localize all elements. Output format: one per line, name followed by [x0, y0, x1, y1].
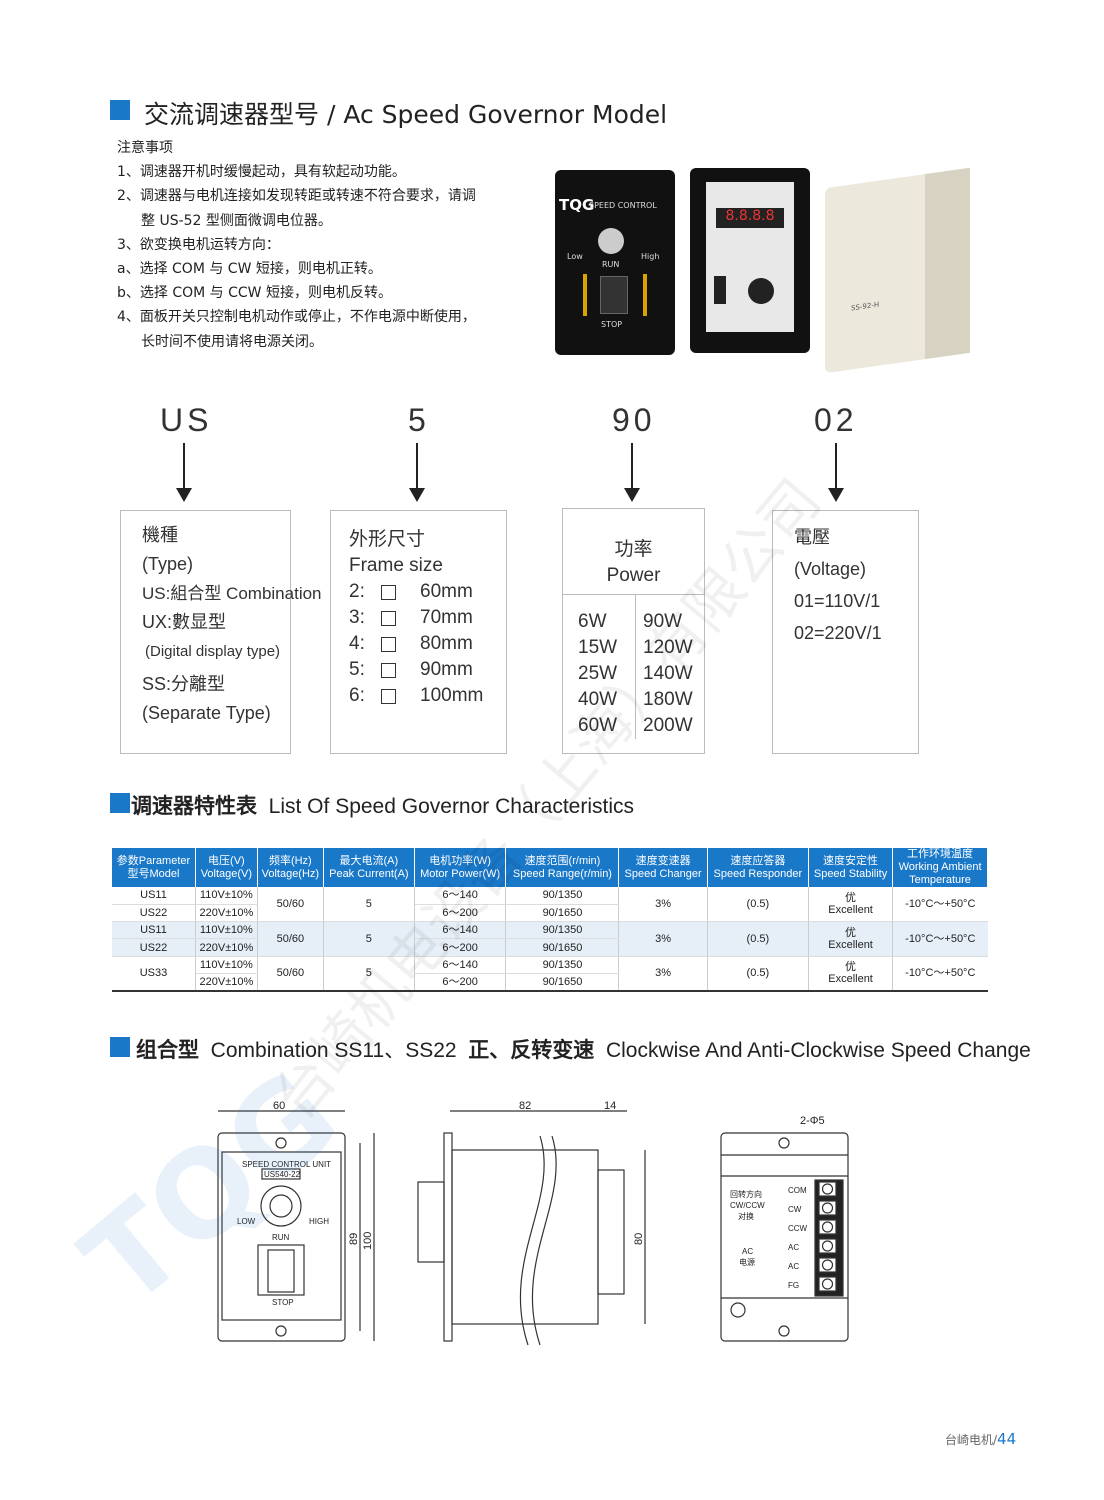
svg-text:82: 82 [519, 1100, 531, 1112]
power-option: 25W [578, 663, 618, 684]
checkbox-icon [381, 610, 396, 626]
svg-text:RUN: RUN [272, 1233, 290, 1242]
column-header: 电机功率(W)Motor Power(W) [414, 848, 507, 887]
svg-text:CW/CCW: CW/CCW [730, 1201, 765, 1210]
code-part-frame: 5 [408, 402, 430, 438]
product-photo-us: TQG SPEED CONTROL Low High RUN STOP [555, 170, 675, 355]
dimension-drawings: 60 SPEED CONTROL UNIT US540-22 LOW HIGH … [217, 1100, 849, 1346]
frame-option: 6:100mm [349, 685, 484, 706]
frame-option: 3:70mm [349, 607, 473, 628]
section-marker [110, 1037, 130, 1057]
checkbox-icon [381, 662, 396, 678]
power-option: 6W [578, 611, 607, 632]
code-part-voltage: 02 [814, 402, 858, 438]
svg-text:100: 100 [362, 1232, 374, 1250]
code-part-power: 90 [612, 402, 656, 438]
svg-text:US540-22: US540-22 [264, 1170, 301, 1179]
power-option: 140W [643, 663, 693, 684]
note: 4、面板开关只控制电机动作或停止，不作电源中断使用， [117, 309, 476, 326]
frame-option: 2:60mm [349, 581, 473, 602]
power-option: 60W [578, 715, 618, 736]
type-box: 機種 (Type) US:組合型 Combination UX:數显型 (Dig… [120, 510, 322, 754]
code-part-series: US [160, 402, 213, 438]
svg-text:2-Φ5: 2-Φ5 [800, 1115, 825, 1127]
note: 长时间不使用请将电源关闭。 [141, 333, 323, 350]
power-option: 90W [643, 611, 683, 632]
frame-option: 4:80mm [349, 633, 473, 654]
note: 1、调速器开机时缓慢起动，具有软起动功能。 [117, 164, 406, 181]
svg-text:STOP: STOP [272, 1298, 294, 1307]
terminal-label: CCW [788, 1224, 808, 1233]
note: 整 US-52 型侧面微调电位器。 [141, 212, 332, 229]
svg-text:89: 89 [348, 1233, 360, 1245]
svg-text:80: 80 [633, 1233, 645, 1245]
column-header: 电压(V)Voltage(V) [195, 848, 258, 887]
front-view-drawing: 60 SPEED CONTROL UNIT US540-22 LOW HIGH … [217, 1100, 375, 1342]
svg-text:14: 14 [604, 1100, 616, 1112]
terminal-label: AC [788, 1262, 799, 1271]
svg-text:LOW: LOW [237, 1217, 256, 1226]
arrow-down-icon [409, 443, 425, 502]
column-header: 频率(Hz)Voltage(Hz) [257, 848, 324, 887]
svg-text:SPEED CONTROL UNIT: SPEED CONTROL UNIT [242, 1160, 331, 1169]
svg-text:AC: AC [742, 1247, 753, 1256]
checkbox-icon [381, 584, 396, 600]
back-view-drawing: 2-Φ5 回转方向 CW/CCW 对换 AC 电源 COM CW CCW AC AC FG [720, 1115, 849, 1342]
section-title: 组合型 Combination SS11、SS22 正、反转变速 Clockwi… [136, 1039, 1031, 1062]
power-option: 200W [643, 715, 693, 736]
note: b、选择 COM 与 CCW 短接，则电机反转。 [117, 285, 392, 302]
notes-heading: 注意事项 [117, 140, 173, 156]
product-photo-ss: SS-92-H [825, 167, 970, 374]
side-view-drawing: 82 14 80 [417, 1100, 646, 1346]
column-header: 速度范围(r/min)Speed Range(r/min) [505, 848, 620, 887]
arrow-down-icon [176, 443, 192, 502]
section-title: 调速器特性表 List Of Speed Governor Characteri… [131, 795, 634, 818]
terminal-label: FG [788, 1281, 799, 1290]
arrow-down-icon [624, 443, 640, 502]
power-option: 15W [578, 637, 618, 658]
terminal-label: AC [788, 1243, 799, 1252]
section-marker [110, 100, 130, 120]
note: a、选择 COM 与 CW 短接，则电机正转。 [117, 261, 382, 278]
power-option: 120W [643, 637, 693, 658]
page-footer: 台崎电机/44 [945, 1430, 1017, 1448]
svg-text:对换: 对换 [738, 1211, 754, 1221]
voltage-box: 電壓 (Voltage) 01=110V/1 02=220V/1 [772, 510, 919, 754]
frame-option: 5:90mm [349, 659, 473, 680]
checkbox-icon [381, 636, 396, 652]
column-header: 最大电流(A)Peak Current(A) [323, 848, 415, 887]
power-option: 180W [643, 689, 693, 710]
power-option: 40W [578, 689, 618, 710]
terminal-label: CW [788, 1205, 802, 1214]
svg-text:回转方向: 回转方向 [730, 1189, 762, 1199]
arrow-down-icon [828, 443, 844, 502]
note: 2、调速器与电机连接如发现转距或转速不符合要求，请调 [117, 188, 476, 205]
product-photo-ux: 8.8.8.8 [690, 168, 810, 353]
section-title: 交流调速器型号 / Ac Speed Governor Model [144, 100, 668, 129]
terminal-label: COM [788, 1186, 807, 1195]
checkbox-icon [381, 688, 396, 704]
svg-text:60: 60 [273, 1100, 285, 1112]
svg-text:HIGH: HIGH [309, 1217, 329, 1226]
note: 3、欲变换电机运转方向： [117, 236, 280, 253]
notes: 注意事项 1、调速器开机时缓慢起动，具有软起动功能。 2、调速器与电机连接如发现… [117, 136, 476, 354]
section-marker [110, 793, 130, 813]
svg-text:电源: 电源 [739, 1257, 755, 1267]
